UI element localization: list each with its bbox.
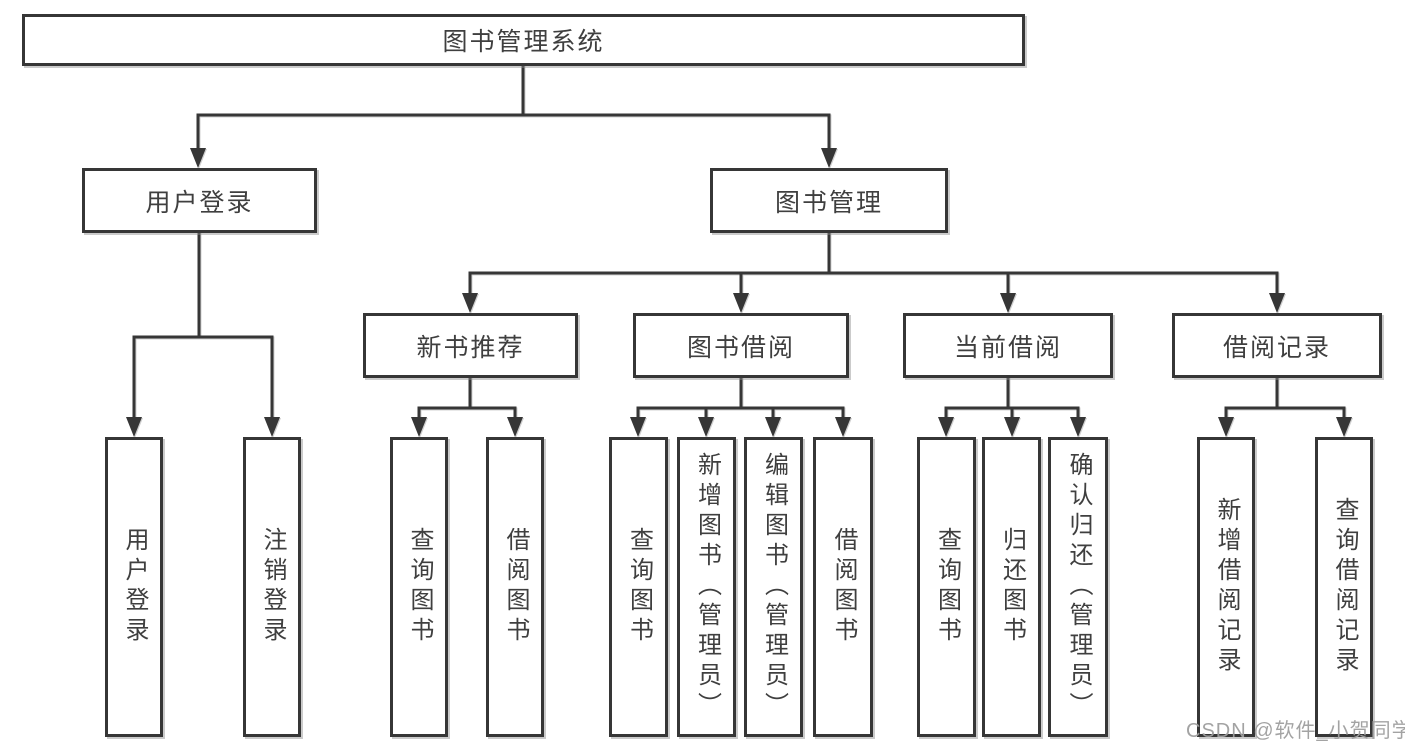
node-book-management: 图书管理 [710,168,948,233]
node-borrow-records: 借阅记录 [1172,313,1382,378]
leaf-add-borrow-record: 新增借阅记录 [1197,437,1255,737]
node-user-login: 用户登录 [82,168,317,233]
node-new-book-recommend: 新书推荐 [363,313,578,378]
leaf-confirm-return-admin: 确认归还（管理员） [1048,437,1108,737]
leaf-return-books: 归还图书 [982,437,1041,737]
leaf-add-books-admin: 新增图书（管理员） [677,437,736,737]
csdn-watermark: CSDN @软件_小贺同学 [1186,720,1405,742]
leaf-logout: 注销登录 [243,437,301,737]
node-book-borrowing: 图书借阅 [633,313,849,378]
leaf-query-borrow-record: 查询借阅记录 [1315,437,1373,737]
node-current-borrowing: 当前借阅 [903,313,1113,378]
leaf-query-books-2: 查询图书 [609,437,668,737]
leaf-user-login: 用户登录 [105,437,163,737]
leaf-query-books-3: 查询图书 [917,437,976,737]
leaf-borrow-books-1: 借阅图书 [486,437,544,737]
leaf-query-books-1: 查询图书 [390,437,448,737]
node-root: 图书管理系统 [22,14,1025,66]
leaf-borrow-books-2: 借阅图书 [813,437,873,737]
leaf-edit-books-admin: 编辑图书（管理员） [744,437,803,737]
